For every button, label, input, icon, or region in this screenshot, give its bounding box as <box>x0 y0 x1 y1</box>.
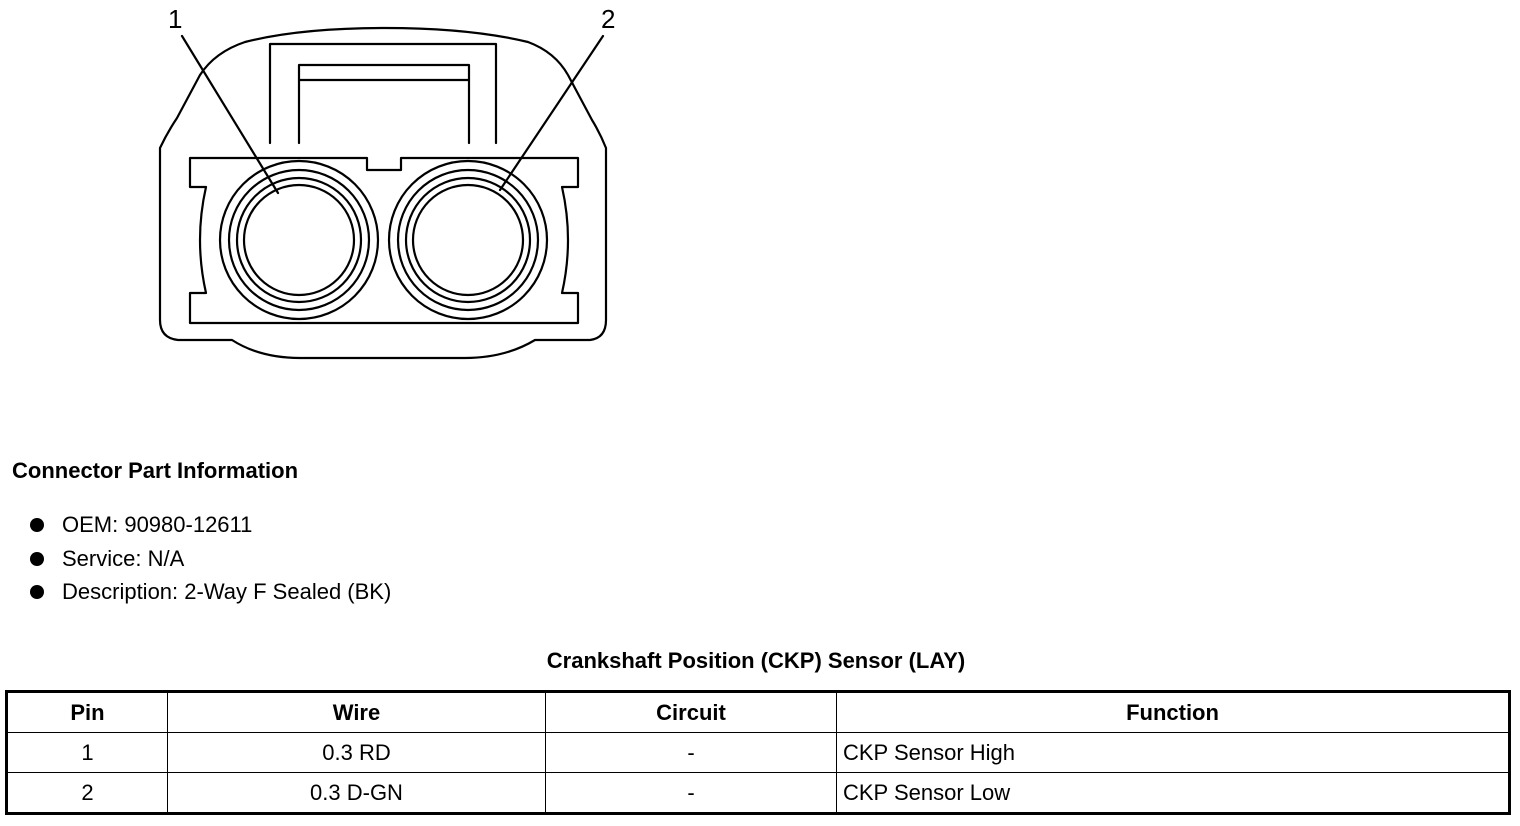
bullet-icon <box>30 518 44 532</box>
bullet-icon <box>30 585 44 599</box>
column-header-pin: Pin <box>6 691 168 733</box>
connector-housing-outline <box>158 26 608 360</box>
pin-1-leader-line <box>180 34 280 195</box>
pin-1-callout: 1 <box>168 4 182 34</box>
pinout-table: Pin Wire Circuit Function 1 0.3 RD - CKP… <box>5 690 1511 815</box>
cell-function: CKP Sensor High <box>836 732 1510 773</box>
cell-pin: 1 <box>6 732 168 773</box>
connector-description: Description: 2-Way F Sealed (BK) <box>62 579 392 604</box>
table-header-row: Pin Wire Circuit Function <box>6 691 1510 733</box>
cell-circuit: - <box>545 772 837 814</box>
connector-latch-inner <box>297 63 471 145</box>
oem-part-number: OEM: 90980-12611 <box>62 512 253 537</box>
connector-face-diagram: 1 2 <box>158 4 615 360</box>
pin-2-terminal <box>387 159 549 321</box>
bullet-icon <box>30 551 44 566</box>
cell-wire: 0.3 D-GN <box>167 772 546 814</box>
connector-latch <box>268 42 498 145</box>
cell-function: CKP Sensor Low <box>836 772 1510 814</box>
service-part-number: Service: N/A <box>62 545 185 571</box>
pin-1-terminal <box>218 159 380 321</box>
column-header-circuit: Circuit <box>545 691 837 733</box>
connector-cavity-outline <box>188 156 580 325</box>
list-item: Service: N/A <box>28 544 391 578</box>
table-title: Crankshaft Position (CKP) Sensor (LAY) <box>546 648 966 673</box>
cell-wire: 0.3 RD <box>167 732 546 773</box>
list-item: Description: 2-Way F Sealed (BK) <box>28 577 391 611</box>
pin-2-callout: 2 <box>601 4 615 34</box>
cell-circuit: - <box>545 732 837 773</box>
connector-info-list: OEM: 90980-12611 Service: N/A Descriptio… <box>28 510 391 611</box>
column-header-wire: Wire <box>167 691 546 733</box>
cell-pin: 2 <box>6 772 168 814</box>
list-item: OEM: 90980-12611 <box>28 510 391 544</box>
table-row: 1 0.3 RD - CKP Sensor High <box>6 732 1510 773</box>
pin-2-leader-line <box>498 34 605 192</box>
connector-info-heading: Connector Part Information <box>12 458 299 483</box>
column-header-function: Function <box>836 691 1510 733</box>
table-row: 2 0.3 D-GN - CKP Sensor Low <box>6 772 1510 814</box>
